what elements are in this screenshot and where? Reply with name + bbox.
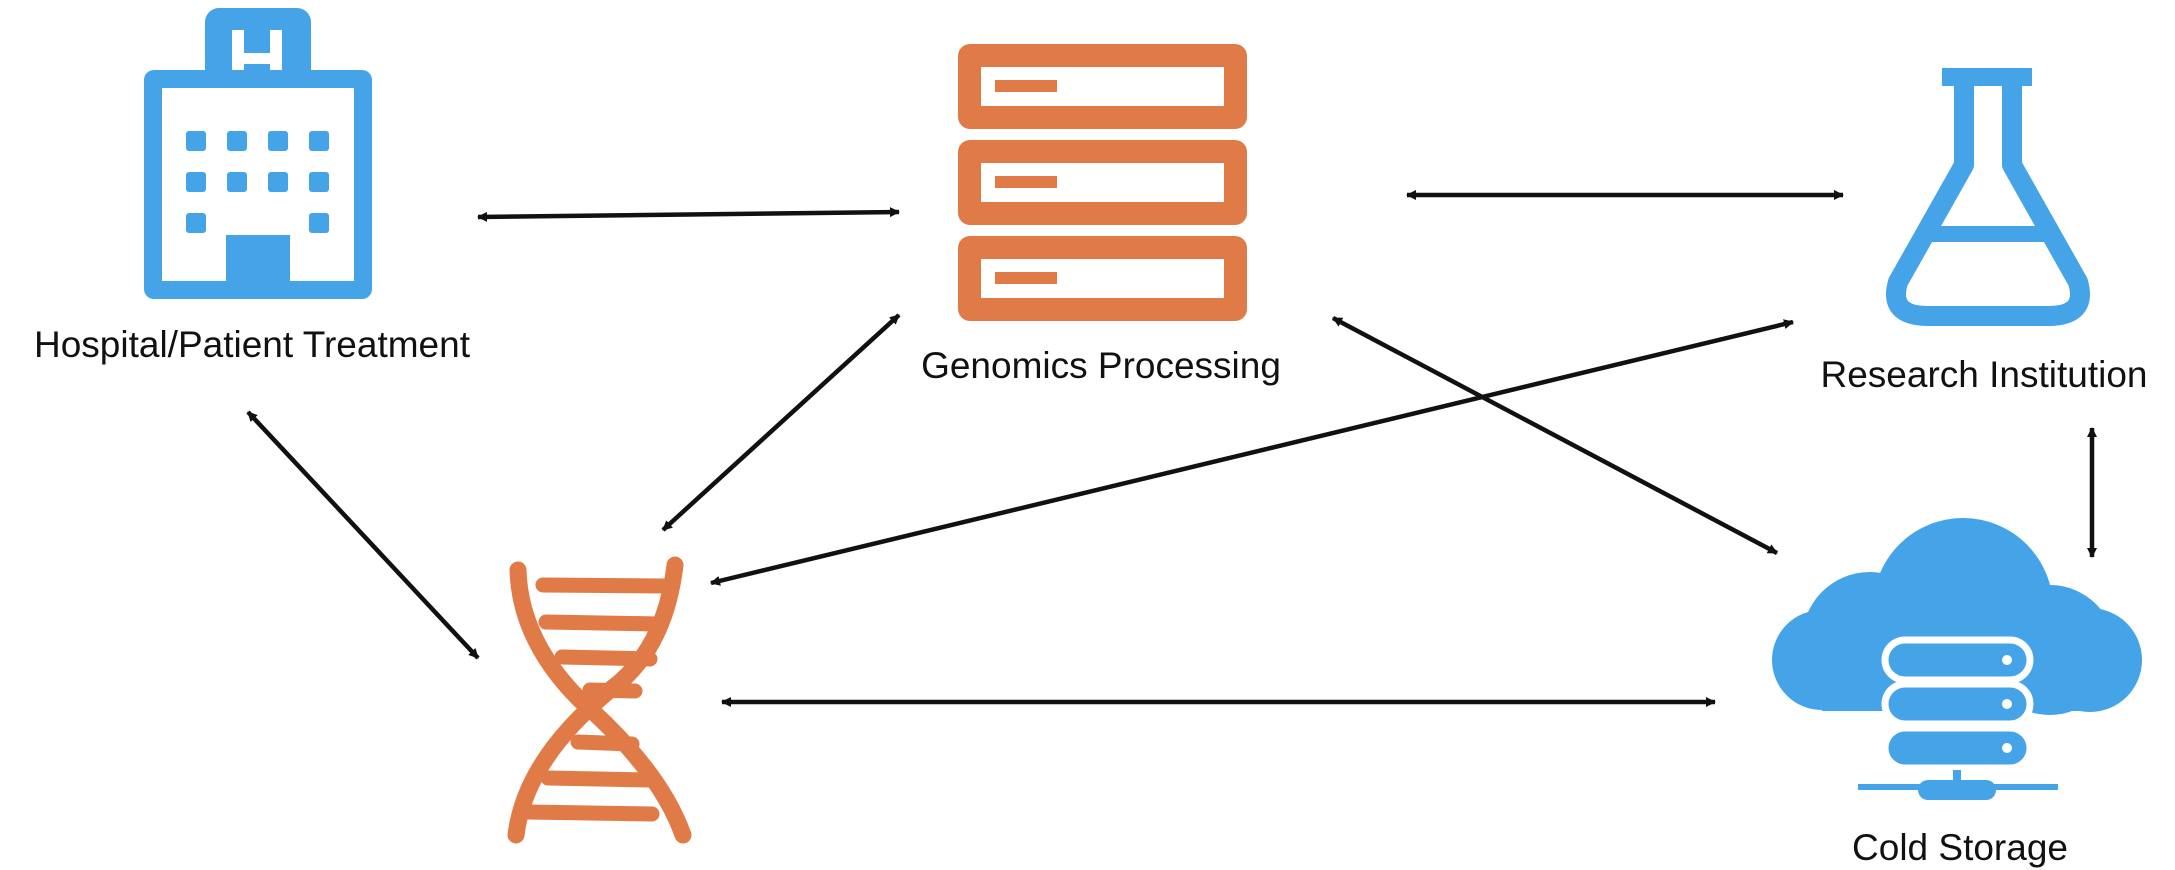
arrow-hospital-genomics (477, 207, 900, 222)
arrow-genomics-coldstorage (1331, 316, 1779, 555)
research-label: Research Institution (1820, 354, 2147, 395)
research-node: Research Institution (1820, 68, 2148, 395)
cold-storage-label: Cold Storage (1852, 827, 2068, 868)
dna-helix-icon (507, 556, 692, 844)
hospital-node: Hospital/Patient Treatment (34, 8, 471, 365)
flask-icon (1886, 68, 2090, 326)
connectors (246, 190, 2097, 707)
cold-storage-node: Cold Storage (1772, 518, 2142, 868)
arrow-hospital-dna (246, 410, 480, 660)
arrow-genomics-dna (661, 313, 901, 532)
cloud-server-icon (1772, 518, 2142, 800)
dna-node (507, 556, 692, 844)
server-stack-icon (958, 44, 1247, 321)
genomics-label: Genomics Processing (921, 345, 1281, 386)
hospital-label: Hospital/Patient Treatment (34, 324, 471, 365)
genomics-node: Genomics Processing (921, 44, 1281, 386)
hospital-building-icon (144, 8, 372, 299)
